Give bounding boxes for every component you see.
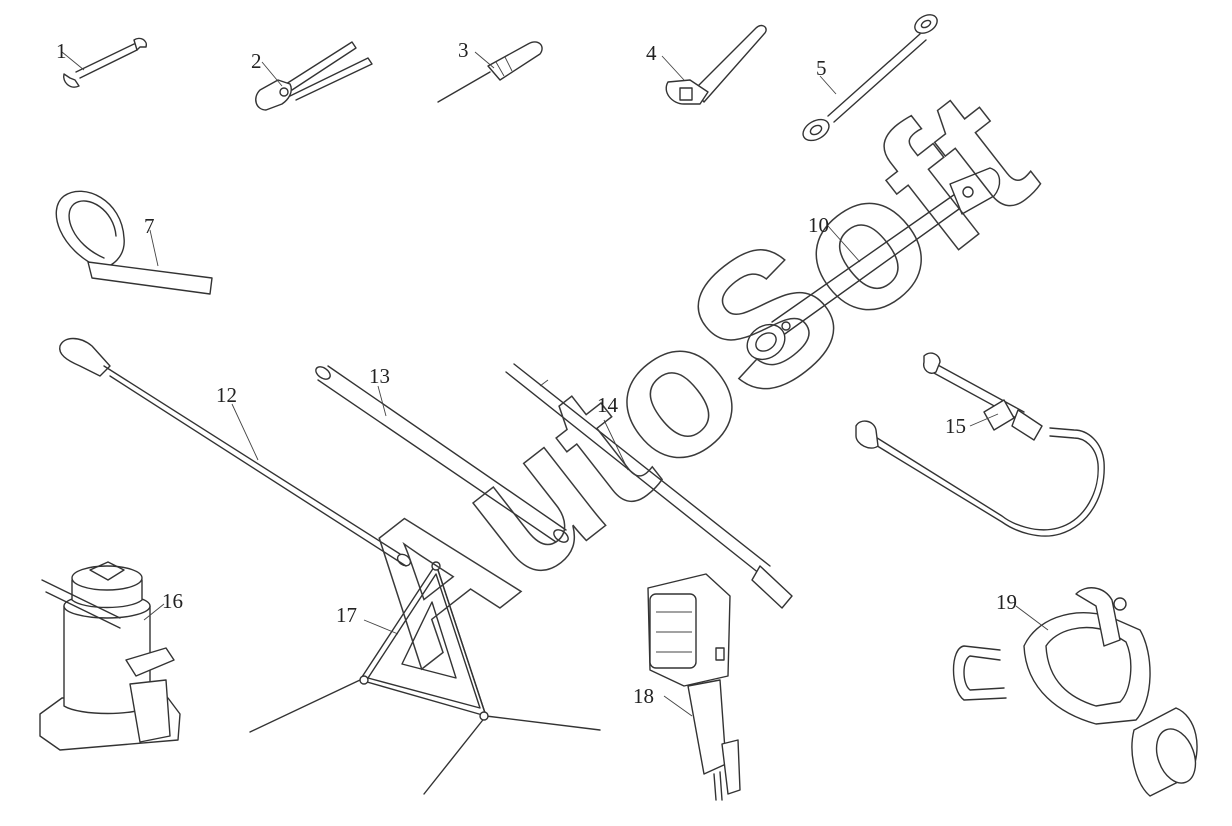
tool-tow-hook: [952, 587, 1198, 797]
label-14: 14: [597, 393, 619, 417]
tool-box-end-wrench: [802, 14, 938, 142]
label-19: 19: [996, 590, 1017, 614]
label-10: 10: [808, 213, 829, 237]
tool-bottle-jack: [39, 561, 181, 751]
label-7: 7: [144, 214, 155, 238]
label-2: 2: [251, 49, 262, 73]
tool-jack-handle: [505, 363, 793, 609]
label-16: 16: [162, 589, 183, 613]
label-4: 4: [646, 41, 657, 65]
tool-adjustable-wrench: [661, 24, 767, 105]
tool-screwdriver: [437, 41, 543, 103]
label-15: 15: [945, 414, 966, 438]
tool-inspection-lamp: [647, 573, 741, 801]
label-13: 13: [369, 364, 390, 388]
label-1: 1: [56, 39, 67, 63]
label-18: 18: [633, 684, 654, 708]
tool-warning-triangle: [249, 561, 601, 795]
tool-extension-tube: [315, 365, 569, 543]
label-12: 12: [216, 383, 237, 407]
label-17: 17: [336, 603, 357, 627]
label-5: 5: [816, 56, 827, 80]
tool-filter-strap-wrench: [55, 190, 213, 295]
tool-open-end-wrench: [61, 37, 147, 88]
tool-pliers: [255, 41, 373, 111]
tool-wheel-socket-bar: [746, 167, 1001, 361]
tool-inflation-hose: [855, 352, 1105, 537]
tool-lever-bar: [59, 337, 412, 567]
label-3: 3: [458, 38, 469, 62]
